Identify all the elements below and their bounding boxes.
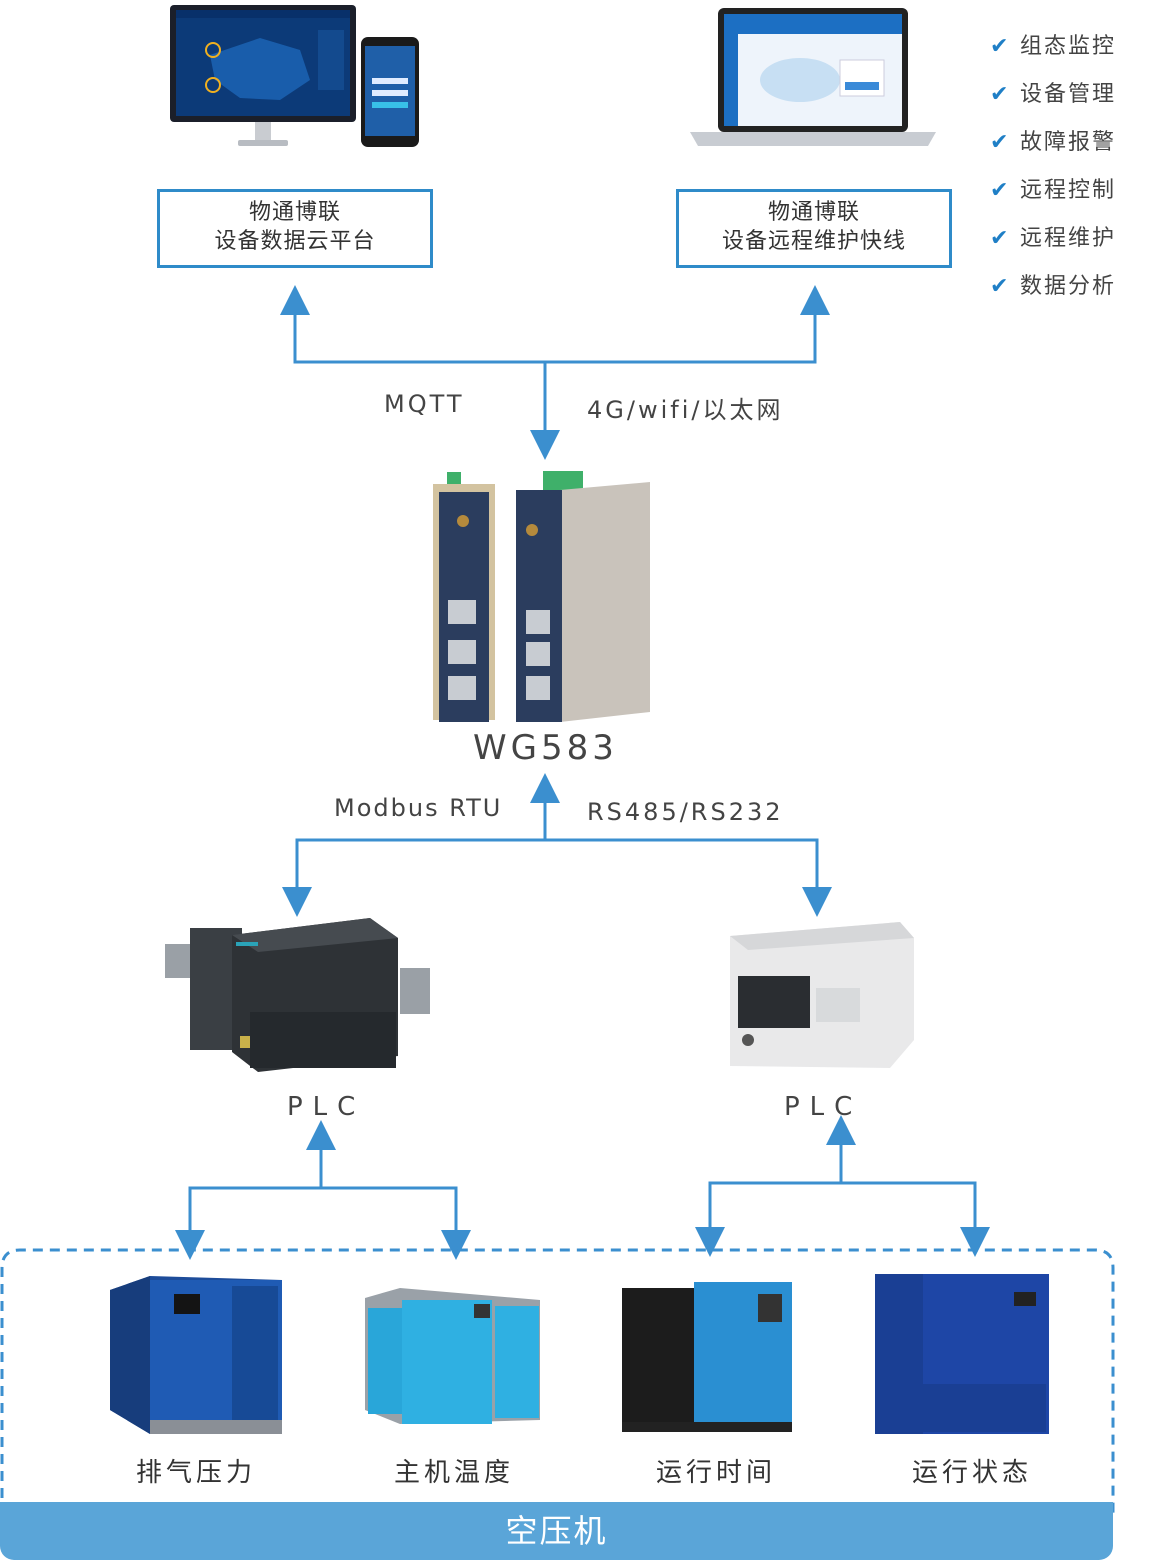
arrow-to-comp-4 [841, 1181, 990, 1257]
arrow-to-plc-right [545, 838, 832, 917]
compressor-param-label: 主机温度 [393, 1458, 514, 1488]
upper-protocol-right: 4G/wifi/以太网 [587, 396, 784, 424]
check-icon: ✔ [990, 34, 1011, 59]
lower-protocol-right: RS485/RS232 [587, 798, 784, 826]
laptop-image [690, 8, 936, 146]
gateway-model-label: WG583 [473, 728, 618, 768]
feature-item: ✔远程维护 [990, 224, 1116, 254]
monitor-phone-image [170, 5, 419, 147]
compressor-group-label: 空压机 [0, 1502, 1113, 1560]
plc-label-right: PLC [784, 1092, 863, 1122]
arrow-to-comp-1 [175, 1186, 321, 1260]
gateway-device-image [433, 471, 650, 722]
upper-protocol-left: MQTT [384, 390, 465, 418]
feature-item: ✔数据分析 [990, 272, 1116, 302]
arrow-to-cloud [280, 285, 545, 364]
compressor-param-label: 排气压力 [135, 1458, 256, 1488]
lower-protocol-left: Modbus RTU [334, 794, 503, 822]
arrow-to-comp-3 [695, 1181, 841, 1257]
check-icon: ✔ [990, 130, 1011, 155]
check-icon: ✔ [990, 226, 1011, 251]
cloud-platform-line1: 物通博联 [248, 200, 341, 225]
siemens-plc-image [165, 918, 430, 1072]
feature-item: ✔远程控制 [990, 176, 1116, 206]
remote-maintenance-line2: 设备远程维护快线 [721, 229, 906, 254]
arrow-to-plc-left [282, 838, 545, 917]
arrow-to-remote [545, 285, 830, 364]
compressor-param-label: 运行状态 [911, 1458, 1032, 1488]
compressor-param-label: 运行时间 [655, 1458, 776, 1488]
cloud-platform-box: 物通博联 设备数据云平台 [157, 189, 433, 268]
plc-label-left: PLC [287, 1092, 366, 1122]
compressor-2-image [365, 1288, 540, 1424]
feature-item: ✔故障报警 [990, 128, 1116, 158]
remote-maintenance-box: 物通博联 设备远程维护快线 [676, 189, 952, 268]
mitsubishi-plc-image [730, 922, 914, 1068]
feature-item: ✔组态监控 [990, 32, 1116, 62]
remote-maintenance-line1: 物通博联 [767, 200, 860, 225]
check-icon: ✔ [990, 82, 1011, 107]
compressor-4-image [875, 1274, 1049, 1434]
check-icon: ✔ [990, 274, 1011, 299]
compressor-3-image [622, 1282, 792, 1432]
cloud-platform-line2: 设备数据云平台 [214, 229, 376, 254]
feature-item: ✔设备管理 [990, 80, 1116, 110]
compressor-1-image [110, 1276, 282, 1434]
check-icon: ✔ [990, 178, 1011, 203]
arrow-to-comp-2 [321, 1186, 471, 1260]
